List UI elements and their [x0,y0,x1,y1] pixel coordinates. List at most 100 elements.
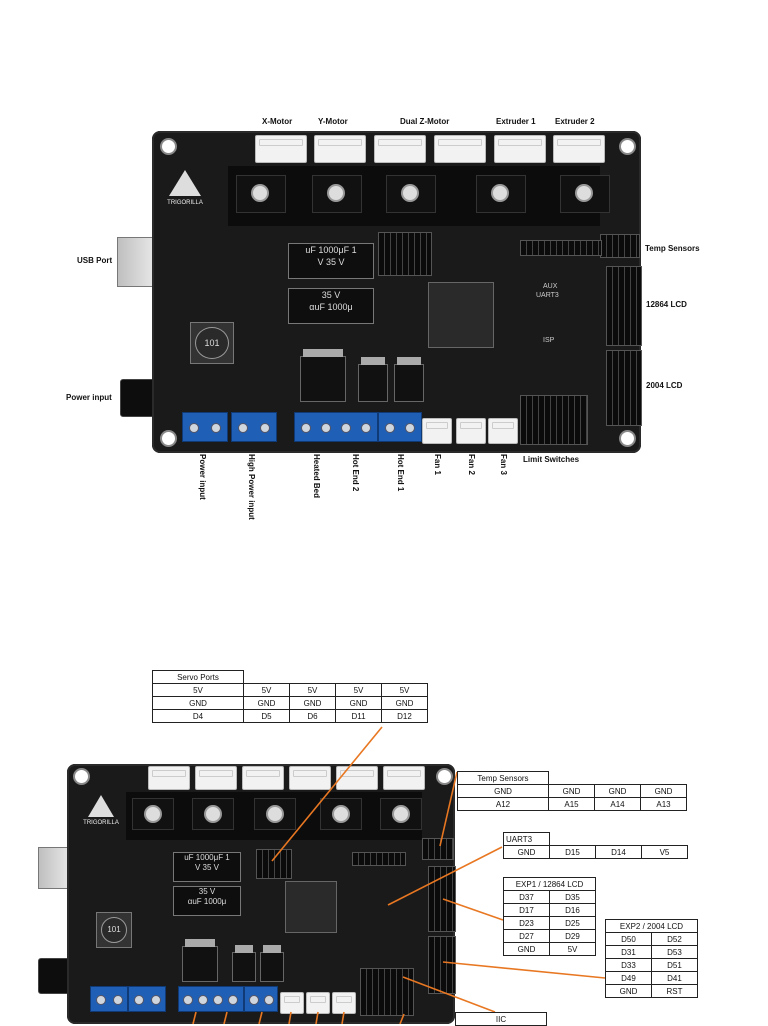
limit-switch-header [360,968,414,1016]
heated-bed-terminal [178,986,244,1012]
label-extruder-1: Extruder 1 [496,117,536,126]
motor-connector [148,766,190,790]
table-title: IIC [455,1012,547,1026]
leader-temp [439,771,458,847]
mosfet [300,349,346,402]
leader-servo [271,726,383,862]
fan1-connector [280,992,304,1014]
mosfet [182,939,218,982]
leader-exp2 [442,961,606,979]
label-limit-switches: Limit Switches [523,455,580,464]
temp-sensors-table: Temp Sensors GND GND GND GND A12 A15 A14… [457,771,687,811]
z2-motor-connector [434,135,486,163]
label-2004-lcd: 2004 LCD [646,381,683,390]
uart3-table: UART3 GND D15 D14 V5 [503,832,688,859]
table-title: Servo Ports [152,670,244,684]
motor-connector [383,766,425,790]
mosfet [394,357,424,402]
mcu-chip [428,282,494,348]
limit-switch-header [520,395,588,445]
y-motor-connector [314,135,366,163]
servo-ports-table: Servo Ports 5V 5V 5V 5V 5V GND GND GND G… [152,670,428,723]
isp-label: ISP [543,337,555,344]
aux-label: AUX [543,283,558,290]
leader-exp1 [442,898,504,921]
label-usb-port: USB Port [77,256,113,265]
iic-table: IIC [455,1012,547,1026]
temp-sensor-header [422,838,454,860]
label-y-motor: Y-Motor [318,117,348,126]
exp2-header [606,350,642,426]
mosfet [358,357,388,402]
hot-end-terminal [244,986,278,1012]
mcu-chip [285,881,337,933]
z1-motor-connector [374,135,426,163]
mosfet [232,945,256,982]
power-input-terminal [90,986,128,1012]
exp1-header [606,266,642,346]
label-power-input: Power input [66,393,112,402]
label-x-motor: X-Motor [262,117,293,126]
table-title: EXP2 / 2004 LCD [605,919,698,933]
power-input-terminal [182,412,228,442]
mount-hole [436,768,453,785]
aux-header [352,852,406,866]
hot-end-terminal [378,412,422,442]
mount-hole [160,138,177,155]
stepper-driver [132,798,174,830]
motor-connector [336,766,378,790]
stepper-driver [236,175,286,213]
stepper-driver [560,175,610,213]
x-motor-connector [255,135,307,163]
heated-bed-terminal [294,412,378,442]
mount-hole [160,430,177,447]
table-title: EXP1 / 12864 LCD [503,877,596,891]
label-dual-z-motor: Dual Z-Motor [400,117,450,126]
fan1-connector [422,418,452,444]
aux-header [520,240,602,256]
stepper-driver [192,798,234,830]
motor-connector [195,766,237,790]
servo-header [378,232,432,276]
stepper-driver [312,175,362,213]
fan2-connector [456,418,486,444]
label-temp-sensors: Temp Sensors [645,244,700,253]
stepper-driver [386,175,436,213]
high-power-input-terminal [128,986,166,1012]
stepper-driver [320,798,362,830]
inductor: 101 [96,912,132,948]
table-title: UART3 [503,832,550,846]
label-12864-lcd: 12864 LCD [646,300,687,309]
fan3-connector [488,418,518,444]
motor-connector [242,766,284,790]
motor-connector [289,766,331,790]
trigorilla-logo: TRIGORILLA [78,795,124,839]
servo-header [256,849,292,879]
mount-hole [73,768,90,785]
mount-hole [619,430,636,447]
mosfet [260,945,284,982]
trigorilla-logo: TRIGORILLA [160,170,210,220]
stepper-driver [380,798,422,830]
stepper-driver [254,798,296,830]
temp-sensor-header [600,234,640,258]
brand-text: TRIGORILLA [83,820,119,826]
high-power-input-terminal [231,412,277,442]
mount-hole [619,138,636,155]
inductor: 101 [190,322,234,364]
leader-uart3 [387,846,503,906]
uart3-label: UART3 [536,292,559,299]
stepper-driver [476,175,526,213]
table-title: Temp Sensors [457,771,549,785]
extruder1-connector [494,135,546,163]
exp2-header [428,936,456,994]
brand-text: TRIGORILLA [167,200,203,206]
leader-iic [402,976,496,1013]
